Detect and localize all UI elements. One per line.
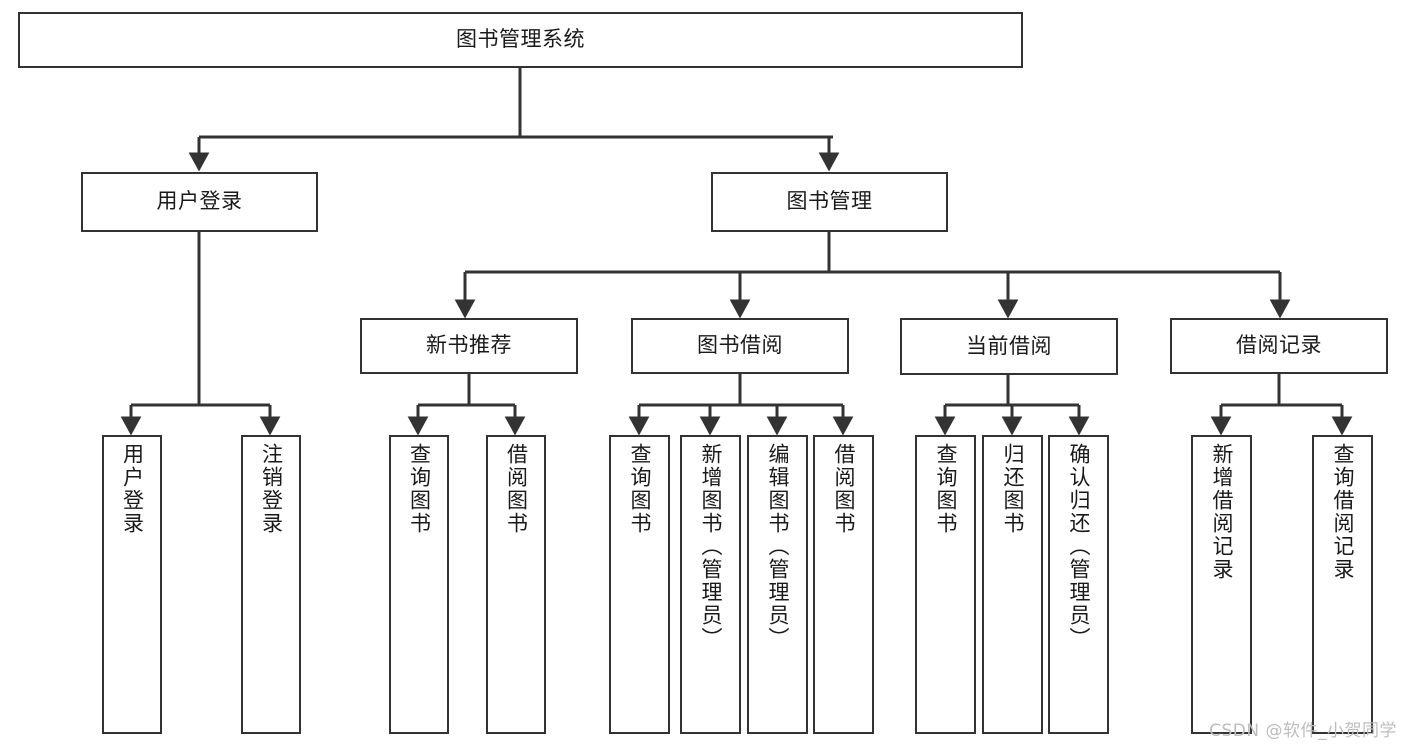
node-leaf-borrow-book-2[interactable]: 借阅图书: [813, 435, 874, 734]
node-leaf-borrow-book-2-label: 借阅图书: [832, 443, 856, 535]
node-leaf-user-logout[interactable]: 注销登录: [241, 435, 301, 734]
node-leaf-query-book-1-label: 查询图书: [407, 443, 432, 535]
node-leaf-edit-book-label: 编辑图书（管理员）: [766, 443, 790, 650]
node-leaf-query-book-3-label: 查询图书: [934, 443, 958, 535]
node-leaf-add-book[interactable]: 新增图书（管理员）: [680, 435, 741, 734]
node-leaf-edit-book[interactable]: 编辑图书（管理员）: [747, 435, 808, 734]
node-leaf-add-record-label: 新增借阅记录: [1210, 443, 1234, 581]
node-leaf-confirm-return[interactable]: 确认归还（管理员）: [1048, 435, 1109, 734]
node-current-borrow[interactable]: 当前借阅: [900, 318, 1118, 375]
node-root-label: 图书管理系统: [456, 27, 585, 52]
node-leaf-add-record[interactable]: 新增借阅记录: [1191, 435, 1252, 734]
node-user-login-label: 用户登录: [156, 189, 243, 214]
node-leaf-confirm-return-label: 确认归还（管理员）: [1067, 443, 1091, 650]
node-leaf-query-book-2[interactable]: 查询图书: [609, 435, 670, 734]
node-current-borrow-label: 当前借阅: [966, 333, 1052, 358]
node-leaf-user-login[interactable]: 用户登录: [102, 435, 162, 734]
node-user-login[interactable]: 用户登录: [81, 172, 318, 232]
node-book-borrow-label: 图书借阅: [697, 333, 783, 358]
node-book-manage-label: 图书管理: [786, 189, 873, 214]
csdn-watermark: CSDN @软件_小贺同学: [1209, 721, 1397, 741]
node-new-book-rec[interactable]: 新书推荐: [360, 318, 578, 374]
node-book-manage[interactable]: 图书管理: [711, 172, 948, 232]
node-borrow-record[interactable]: 借阅记录: [1170, 318, 1388, 374]
node-leaf-query-record-label: 查询借阅记录: [1331, 443, 1355, 581]
node-leaf-query-book-1[interactable]: 查询图书: [389, 435, 449, 734]
node-leaf-return-book-label: 归还图书: [1001, 443, 1025, 535]
node-leaf-query-record[interactable]: 查询借阅记录: [1312, 435, 1373, 734]
node-leaf-query-book-2-label: 查询图书: [628, 443, 652, 535]
node-leaf-user-login-label: 用户登录: [120, 443, 145, 535]
node-leaf-add-book-label: 新增图书（管理员）: [699, 443, 723, 650]
node-leaf-borrow-book-1-label: 借阅图书: [504, 443, 529, 535]
node-new-book-rec-label: 新书推荐: [426, 333, 512, 358]
node-leaf-user-logout-label: 注销登录: [259, 443, 284, 535]
node-leaf-return-book[interactable]: 归还图书: [982, 435, 1043, 734]
node-leaf-query-book-3[interactable]: 查询图书: [915, 435, 976, 734]
node-root[interactable]: 图书管理系统: [18, 12, 1023, 68]
node-leaf-borrow-book-1[interactable]: 借阅图书: [486, 435, 546, 734]
node-book-borrow[interactable]: 图书借阅: [631, 318, 849, 374]
node-borrow-record-label: 借阅记录: [1236, 333, 1322, 358]
